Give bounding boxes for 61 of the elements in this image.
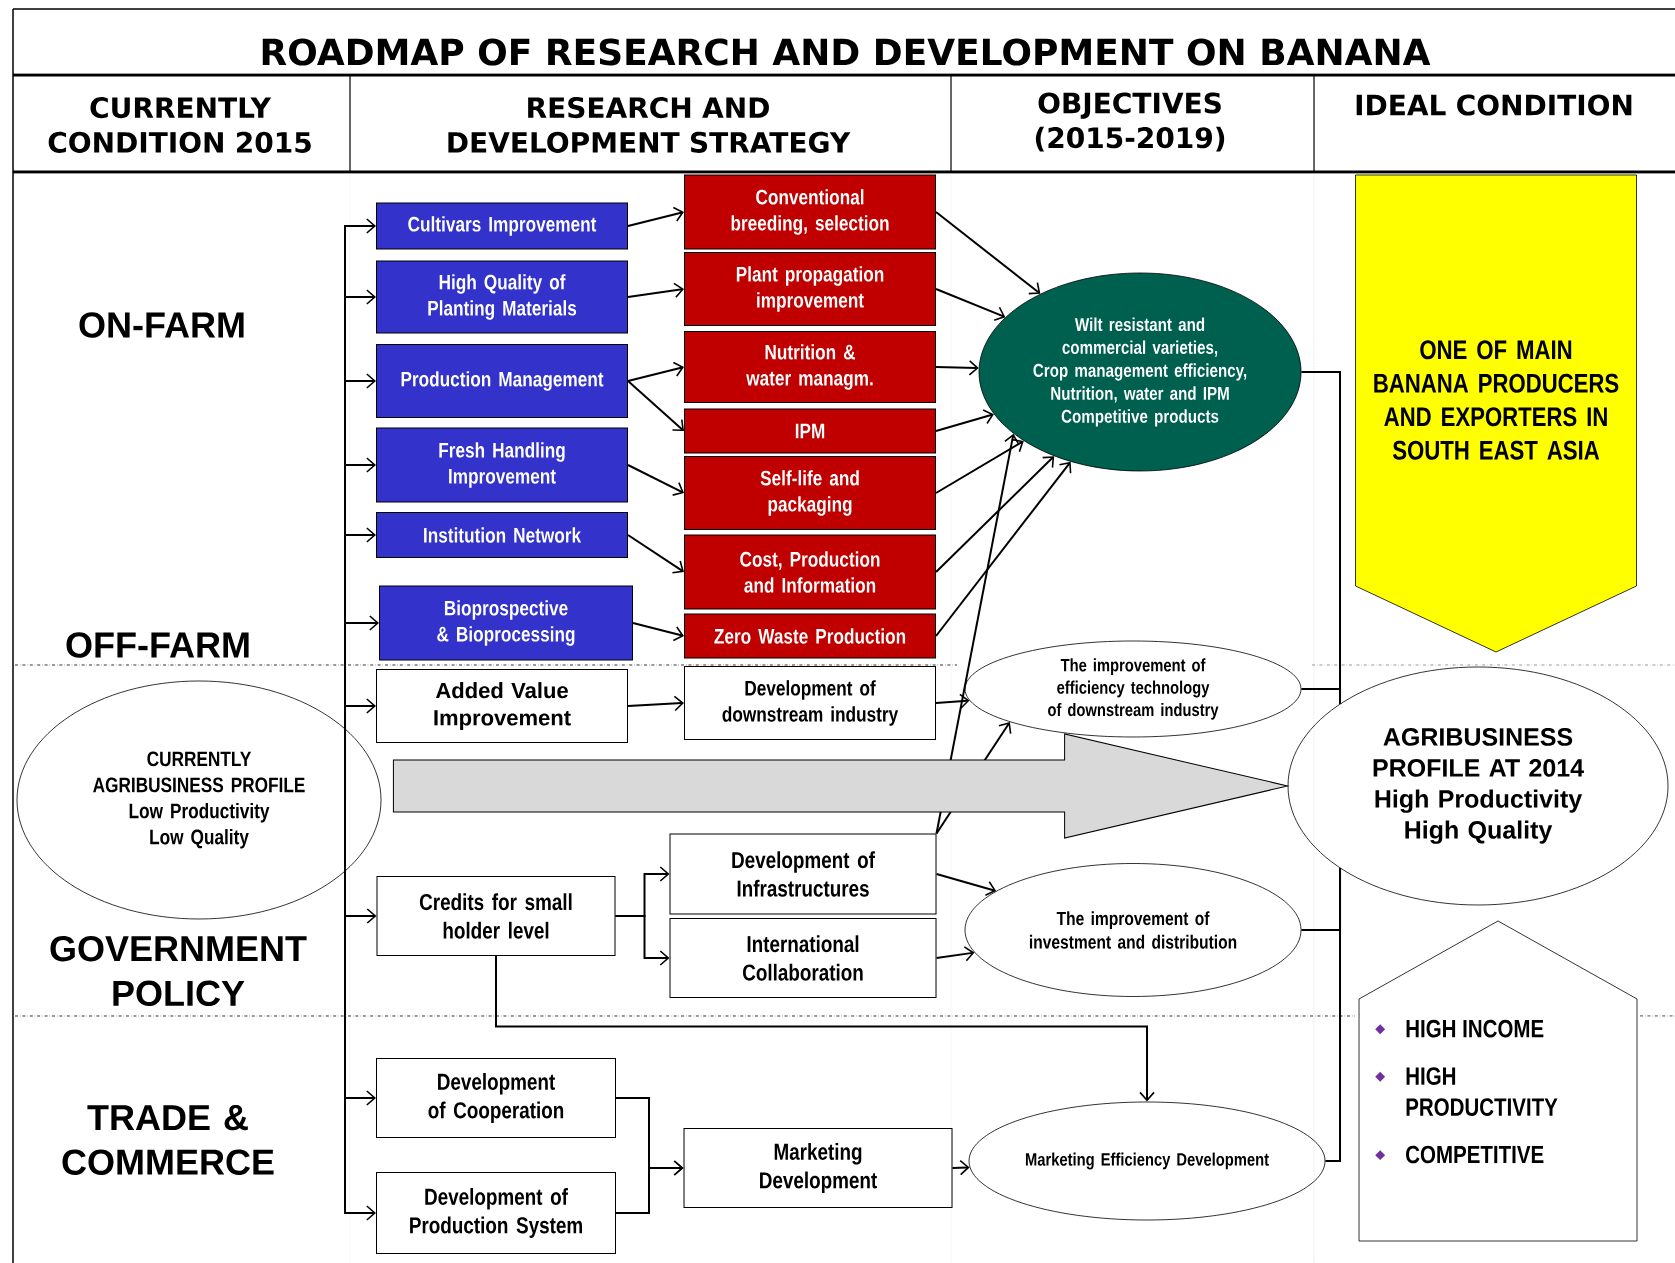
arrow <box>627 464 684 496</box>
arrow <box>627 206 684 227</box>
strategy-box: Nutrition & water managm. <box>684 331 936 403</box>
section-label: ON-FARM <box>79 312 244 338</box>
arrow <box>627 361 684 382</box>
arrow <box>951 1159 970 1176</box>
column-header: OBJECTIVES (2015-2019) <box>1035 92 1225 152</box>
arrow <box>627 282 684 299</box>
strategy-box: Development of downstream industry <box>684 666 936 740</box>
arrow <box>935 288 1006 321</box>
section-label: GOVERNMENT POLICY <box>50 935 307 1007</box>
strategy-box: Fresh Handling Improvement <box>376 427 628 503</box>
list-item: HIGH PRODUCTIVITY <box>1406 1067 1558 1116</box>
strategy-box: Bioprospective & Bioprocessing <box>379 585 633 661</box>
strategy-box: High Quality of Planting Materials <box>376 260 628 334</box>
arrow <box>614 915 670 966</box>
arrow <box>935 360 979 376</box>
banner: ONE OF MAIN BANANA PRODUCERS AND EXPORTERS IN SOUTH EAST ASIA <box>1355 174 1637 653</box>
arrow <box>935 456 1055 573</box>
connector-line <box>1324 867 1341 1162</box>
arrow <box>627 534 684 574</box>
strategy-box: IPM <box>684 408 936 454</box>
column-header: RESEARCH AND DEVELOPMENT STRATEGY <box>448 97 851 153</box>
strategy-box: Conventional breeding, selection <box>684 174 936 250</box>
arrow <box>935 461 1072 637</box>
strategy-box: International Collaboration <box>669 918 937 998</box>
strategy-box: Development of Cooperation <box>376 1058 616 1138</box>
arrow <box>935 873 997 896</box>
strategy-box: Development of Production System <box>376 1172 616 1254</box>
strategy-box: Added Value Improvement <box>376 669 628 743</box>
strategy-box: Plant propagation improvement <box>684 252 936 326</box>
arrow <box>344 799 376 1221</box>
strategy-box: Production Management <box>376 344 628 418</box>
arrow <box>935 946 975 962</box>
strategy-box: Institution Network <box>376 512 628 558</box>
arrow <box>935 693 970 710</box>
arrow <box>495 955 1155 1102</box>
strategy-box: Zero Waste Production <box>684 613 936 659</box>
arrow <box>344 698 376 801</box>
arrow <box>615 1160 684 1214</box>
arrow <box>935 211 1041 295</box>
section-label: TRADE & COMMERCE <box>62 1105 274 1175</box>
arrow <box>935 438 1024 494</box>
list-item: HIGH INCOME <box>1406 1019 1544 1038</box>
strategy-box: Marketing Development <box>683 1128 953 1208</box>
strategy-box: Cost, Production and Information <box>684 534 936 610</box>
strategy-box: Development of Infrastructures <box>669 833 937 915</box>
connector-line <box>1300 688 1341 705</box>
list-item: COMPETITIVE <box>1406 1145 1544 1164</box>
strategy-box: Cultivars Improvement <box>376 202 628 250</box>
column-header: IDEAL CONDITION <box>1356 94 1632 116</box>
arrow <box>627 695 684 712</box>
column-header: CURRENTLY CONDITION 2015 <box>48 97 311 153</box>
strategy-box: Credits for small holder level <box>376 876 616 956</box>
arrow <box>632 622 684 642</box>
arrow <box>627 380 684 431</box>
block-arrow <box>392 733 1289 839</box>
strategy-box: Self-life and packaging <box>684 456 936 530</box>
title: ROADMAP OF RESEARCH AND DEVELOPMENT ON BANANA <box>262 38 1431 66</box>
arrow <box>935 409 994 432</box>
house-shape <box>1358 920 1638 1242</box>
